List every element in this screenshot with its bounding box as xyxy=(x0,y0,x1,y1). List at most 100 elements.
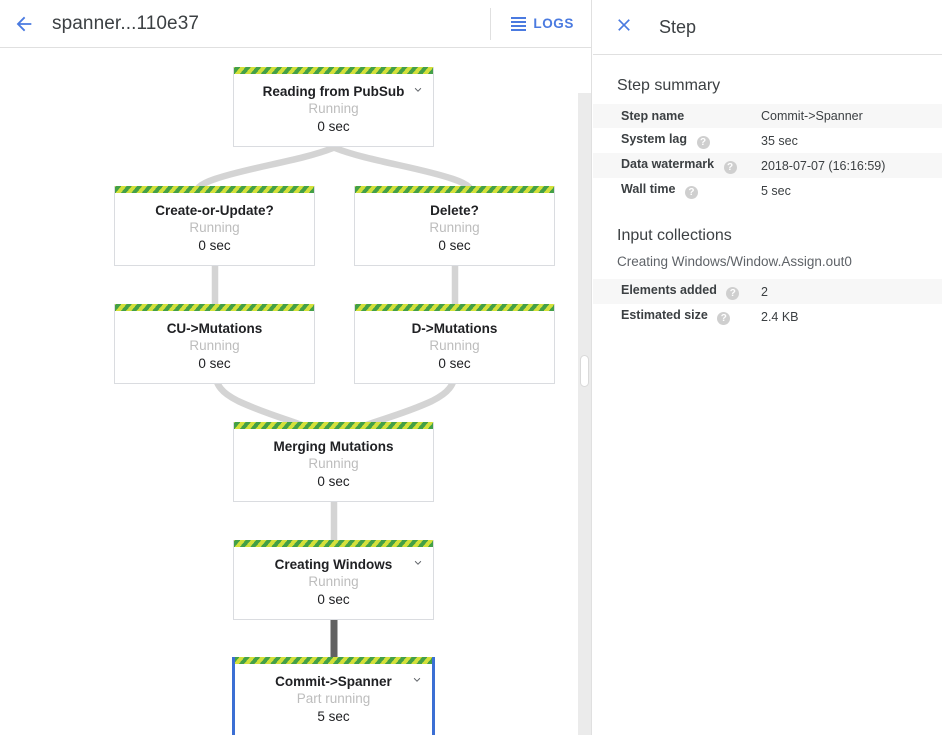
node-title: Creating Windows xyxy=(274,557,393,572)
help-icon[interactable]: ? xyxy=(684,186,698,199)
chevron-down-icon[interactable] xyxy=(410,673,424,687)
graph-vertical-scrollbar[interactable] xyxy=(578,93,591,735)
logs-button[interactable]: LOGS xyxy=(491,0,591,48)
step-panel-header: Step xyxy=(593,0,942,55)
graph-node-creating-windows[interactable]: Creating Windows Running 0 sec xyxy=(233,540,434,620)
node-status-stripe xyxy=(115,186,314,193)
input-collections-heading: Input collections xyxy=(617,227,732,244)
help-icon[interactable]: ? xyxy=(726,287,740,300)
node-status: Running xyxy=(308,574,359,589)
logs-button-label: LOGS xyxy=(533,16,574,31)
node-status-stripe xyxy=(115,304,314,311)
row-key-label: System lag xyxy=(621,132,688,146)
help-icon[interactable]: ? xyxy=(723,161,737,174)
table-row: Wall time ? 5 sec xyxy=(593,178,942,203)
node-body: D->Mutations Running 0 sec xyxy=(355,311,554,383)
node-body: Creating Windows Running 0 sec xyxy=(234,547,433,619)
node-title: CU->Mutations xyxy=(166,321,263,336)
node-title: Merging Mutations xyxy=(273,439,394,454)
logs-list-icon xyxy=(511,16,527,31)
step-panel-title: Step xyxy=(659,16,697,37)
graph-scrollbar-thumb[interactable] xyxy=(580,355,589,387)
row-value: Commit->Spanner xyxy=(761,109,863,123)
node-status-stripe xyxy=(355,304,554,311)
graph-node-d-mutations[interactable]: D->Mutations Running 0 sec xyxy=(354,304,555,384)
node-title: Delete? xyxy=(430,203,479,218)
node-body: Reading from PubSub Running 0 sec xyxy=(234,74,433,146)
row-value: 2018-07-07 (16:16:59) xyxy=(761,158,886,173)
row-key-label: Elements added xyxy=(621,283,717,297)
step-details-pane: Step Step summary Step name Commit->Span… xyxy=(593,0,942,735)
row-key: Step name xyxy=(593,104,761,128)
node-title: D->Mutations xyxy=(411,321,498,336)
node-time: 0 sec xyxy=(198,356,231,371)
node-status: Running xyxy=(308,101,359,116)
node-time: 0 sec xyxy=(438,356,471,371)
graph-node-cu-mutations[interactable]: CU->Mutations Running 0 sec xyxy=(114,304,315,384)
row-key-label: Data watermark xyxy=(621,157,715,171)
row-key: Data watermark ? xyxy=(593,153,761,178)
graph-node-reading-from-pubsub[interactable]: Reading from PubSub Running 0 sec xyxy=(233,67,434,147)
row-value: 5 sec xyxy=(761,183,791,198)
row-key: Wall time ? xyxy=(593,178,761,203)
node-time: 0 sec xyxy=(317,592,350,607)
node-title: Create-or-Update? xyxy=(155,203,274,218)
job-header-bar: spanner...110e37 LOGS xyxy=(0,0,591,48)
close-button[interactable] xyxy=(607,10,641,44)
step-summary-table: Step name Commit->Spanner System lag ? 3… xyxy=(593,104,942,203)
chevron-down-icon[interactable] xyxy=(411,83,425,97)
node-time: 0 sec xyxy=(317,474,350,489)
row-value: 2 xyxy=(761,284,768,299)
table-row: Step name Commit->Spanner xyxy=(593,104,942,128)
header-divider xyxy=(490,7,492,40)
page-title: spanner...110e37 xyxy=(52,12,200,34)
section-spacer xyxy=(593,203,942,227)
row-key-label: Estimated size xyxy=(621,308,708,322)
node-title: Reading from PubSub xyxy=(262,84,405,99)
step-summary-heading: Step summary xyxy=(617,77,721,94)
input-collections-table: Elements added ? 2 Estimated size ? 2.4 … xyxy=(593,279,942,329)
node-time: 0 sec xyxy=(317,119,350,134)
table-row: Estimated size ? 2.4 KB xyxy=(593,304,942,329)
graph-node-commit-spanner[interactable]: Commit->Spanner Part running 5 sec xyxy=(232,657,435,735)
arrow-left-icon xyxy=(13,13,35,35)
help-icon[interactable]: ? xyxy=(717,312,731,325)
help-icon[interactable]: ? xyxy=(696,136,710,149)
graph-node-create-or-update[interactable]: Create-or-Update? Running 0 sec xyxy=(114,186,315,266)
node-status: Part running xyxy=(296,691,371,706)
node-status: Running xyxy=(308,456,359,471)
node-time: 0 sec xyxy=(438,238,471,253)
graph-edge-layer xyxy=(190,137,478,657)
node-status-stripe xyxy=(234,422,433,429)
step-panel-body: Step summary Step name Commit->Spanner S… xyxy=(593,55,942,329)
chevron-down-icon[interactable] xyxy=(411,556,425,570)
table-row: System lag ? 35 sec xyxy=(593,128,942,153)
node-status-stripe xyxy=(355,186,554,193)
node-body: Create-or-Update? Running 0 sec xyxy=(115,193,314,265)
row-key: Elements added ? xyxy=(593,279,761,304)
node-status-stripe xyxy=(234,540,433,547)
close-icon xyxy=(614,15,634,40)
node-status: Running xyxy=(429,338,480,353)
node-body: CU->Mutations Running 0 sec xyxy=(115,311,314,383)
back-button[interactable] xyxy=(0,0,48,48)
job-graph-canvas[interactable]: Reading from PubSub Running 0 sec Create… xyxy=(0,49,575,735)
node-body: Merging Mutations Running 0 sec xyxy=(234,429,433,501)
node-status: Running xyxy=(429,220,480,235)
input-collection-name: Creating Windows/Window.Assign.out0 xyxy=(617,254,852,269)
row-key-label: Wall time xyxy=(621,182,676,196)
node-body: Delete? Running 0 sec xyxy=(355,193,554,265)
graph-node-delete[interactable]: Delete? Running 0 sec xyxy=(354,186,555,266)
node-time: 0 sec xyxy=(198,238,231,253)
row-value: 2.4 KB xyxy=(761,309,799,324)
row-key: System lag ? xyxy=(593,128,761,153)
row-value: 35 sec xyxy=(761,133,798,148)
node-status-stripe xyxy=(235,657,432,664)
table-row: Elements added ? 2 xyxy=(593,279,942,304)
row-key-label: Step name xyxy=(621,109,685,123)
node-status: Running xyxy=(189,338,240,353)
node-body: Commit->Spanner Part running 5 sec xyxy=(235,664,432,735)
node-status-stripe xyxy=(234,67,433,74)
graph-node-merging-mutations[interactable]: Merging Mutations Running 0 sec xyxy=(233,422,434,502)
